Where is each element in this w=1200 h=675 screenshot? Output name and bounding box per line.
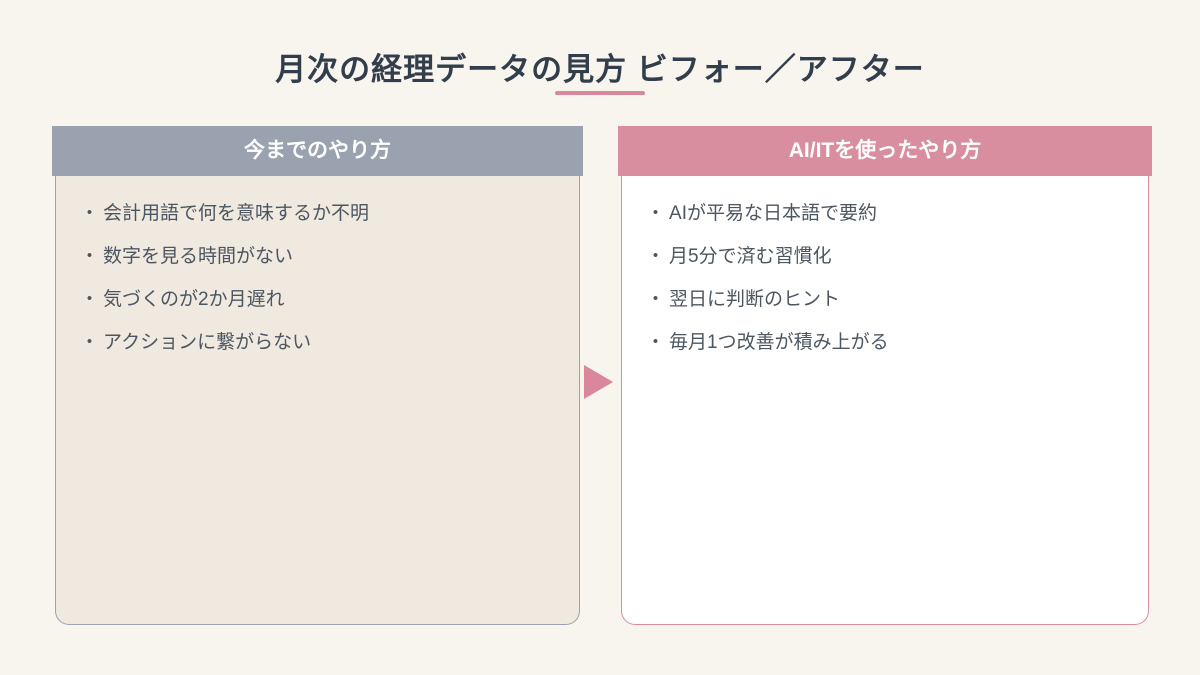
- list-item: ・ 翌日に判断のヒント: [646, 288, 1124, 311]
- list-item: ・ 毎月1つ改善が積み上がる: [646, 331, 1124, 354]
- bullet-icon: ・: [646, 246, 666, 267]
- bullet-icon: ・: [80, 246, 100, 267]
- list-item-text: AIが平易な日本語で要約: [669, 203, 877, 224]
- after-panel-body: ・ AIが平易な日本語で要約 ・ 月5分で済む習慣化 ・ 翌日に判断のヒント: [621, 176, 1149, 625]
- triangle-right-icon: [584, 365, 613, 399]
- before-panel: 今までのやり方 ・ 会計用語で何を意味するか不明 ・ 数字を見る時間がない ・: [52, 126, 583, 625]
- list-item: ・ 気づくのが2か月遅れ: [80, 288, 555, 311]
- list-item-text: 数字を見る時間がない: [103, 246, 294, 267]
- after-panel: AI/ITを使ったやり方 ・ AIが平易な日本語で要約 ・ 月5分で済む習慣化: [618, 126, 1152, 625]
- list-item: ・ 数字を見る時間がない: [80, 245, 555, 268]
- list-item-text: 毎月1つ改善が積み上がる: [669, 332, 889, 353]
- bullet-icon: ・: [80, 203, 100, 224]
- list-item: ・ 月5分で済む習慣化: [646, 245, 1124, 268]
- list-item-text: 翌日に判断のヒント: [669, 289, 841, 310]
- list-item: ・ AIが平易な日本語で要約: [646, 202, 1124, 225]
- list-item: ・ 会計用語で何を意味するか不明: [80, 202, 555, 225]
- list-item-text: アクションに繋がらない: [103, 332, 312, 353]
- list-item-text: 気づくのが2か月遅れ: [103, 289, 285, 310]
- list-item: ・ アクションに繋がらない: [80, 331, 555, 354]
- bullet-icon: ・: [646, 332, 666, 353]
- list-item-text: 会計用語で何を意味するか不明: [103, 203, 370, 224]
- bullet-icon: ・: [80, 332, 100, 353]
- list-item-text: 月5分で済む習慣化: [669, 246, 832, 267]
- page-title: 月次の経理データの見方 ビフォー／アフター: [275, 52, 925, 87]
- after-bullet-list: ・ AIが平易な日本語で要約 ・ 月5分で済む習慣化 ・ 翌日に判断のヒント: [622, 176, 1148, 354]
- title-underline-accent: [555, 91, 645, 95]
- after-panel-header: AI/ITを使ったやり方: [618, 126, 1152, 176]
- before-panel-body: ・ 会計用語で何を意味するか不明 ・ 数字を見る時間がない ・ 気づくのが2か月…: [55, 176, 580, 625]
- bullet-icon: ・: [80, 289, 100, 310]
- bullet-icon: ・: [646, 289, 666, 310]
- before-panel-header: 今までのやり方: [52, 126, 583, 176]
- before-bullet-list: ・ 会計用語で何を意味するか不明 ・ 数字を見る時間がない ・ 気づくのが2か月…: [56, 176, 579, 354]
- bullet-icon: ・: [646, 203, 666, 224]
